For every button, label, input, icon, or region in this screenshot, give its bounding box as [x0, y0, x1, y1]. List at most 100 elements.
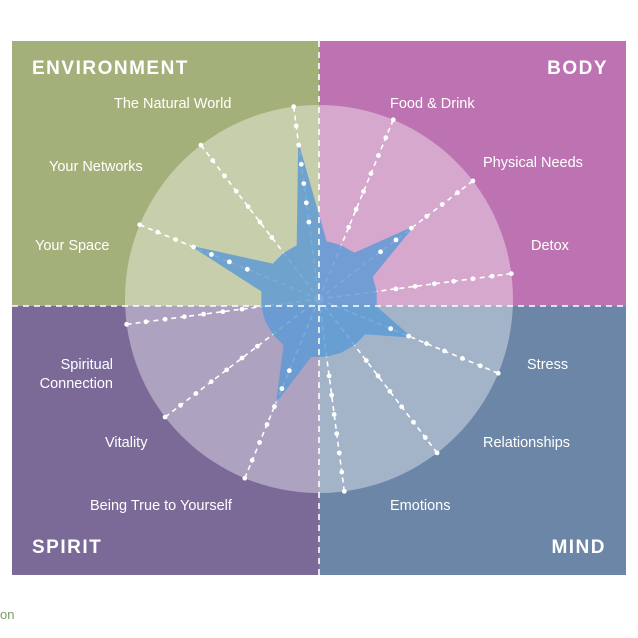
- spoke-dot: [326, 373, 332, 379]
- spoke-dot: [339, 469, 345, 475]
- segment-label-stress: Stress: [527, 357, 569, 373]
- spoke-dot: [363, 358, 369, 363]
- spoke-dot: [393, 286, 399, 292]
- spoke-dot: [245, 204, 251, 210]
- spoke-dot: [334, 431, 340, 437]
- spoke-dot: [495, 370, 501, 376]
- spoke-dot: [178, 402, 183, 408]
- spoke-dot: [224, 367, 230, 373]
- spoke-dot: [137, 222, 143, 228]
- spoke-dot: [162, 414, 168, 420]
- spoke-dot: [198, 142, 204, 148]
- segment-label-detox: Detox: [531, 238, 569, 254]
- spoke-dot: [346, 224, 352, 230]
- spoke-dot: [331, 412, 337, 417]
- spoke-dot: [459, 355, 465, 361]
- spoke-dot: [489, 273, 495, 279]
- segment-label-physical-needs: Physical Needs: [483, 155, 583, 171]
- spoke-dot: [173, 237, 179, 243]
- spoke-dot: [301, 181, 307, 186]
- spoke-dot: [291, 104, 297, 110]
- quadrant-spirit-bg: [12, 306, 319, 575]
- spoke-dot: [201, 311, 206, 317]
- spoke-dot: [239, 306, 245, 312]
- spoke-dot: [442, 348, 447, 354]
- segment-label-spiritual-connection: Spiritual Connection: [39, 357, 113, 392]
- quadrant-title-body: BODY: [547, 58, 608, 79]
- spoke-dot: [244, 266, 250, 272]
- spoke-dot: [508, 271, 514, 277]
- spoke-dot: [424, 341, 429, 346]
- spoke-dot: [336, 450, 342, 456]
- spoke-dot: [286, 368, 292, 374]
- spoke-dots: [124, 104, 514, 494]
- spoke-dot: [434, 450, 440, 456]
- spoke-dot: [406, 333, 412, 339]
- spoke-dot: [257, 219, 263, 225]
- spoke-dot: [255, 343, 260, 349]
- spoke-dot: [181, 314, 187, 320]
- spoke-dot: [242, 475, 248, 481]
- spoke-dot: [124, 321, 130, 327]
- segment-label-vitality: Vitality: [105, 435, 148, 451]
- spoke-dot: [296, 142, 302, 148]
- segment-label-relationships: Relationships: [483, 435, 571, 451]
- spoke-dot: [399, 404, 405, 410]
- spoke-dot: [368, 171, 374, 176]
- spoke-dot: [226, 259, 232, 265]
- spoke-dot: [439, 202, 445, 207]
- spoke-dot: [191, 244, 196, 250]
- spoke-dot: [455, 190, 460, 196]
- spoke-dot: [220, 309, 226, 315]
- spoke-dot: [269, 235, 275, 240]
- spoke-dot: [408, 225, 414, 231]
- quadrant-mind-bg: [319, 306, 626, 575]
- spoke-dot: [390, 117, 396, 123]
- quadrant-title-environment: ENVIRONMENT: [32, 58, 189, 79]
- segment-label-emotions: Emotions: [390, 498, 451, 514]
- spoke-dot: [393, 237, 399, 243]
- spoke-dot: [383, 135, 389, 141]
- spoke-dot: [375, 373, 381, 379]
- spoke-dot: [375, 153, 381, 159]
- spoke-dot: [233, 188, 239, 194]
- spoke-dot: [341, 488, 347, 494]
- spoke-dot: [249, 457, 255, 463]
- spoke-dot: [451, 278, 457, 284]
- spoke-dot: [470, 276, 476, 282]
- spoke-dot: [387, 388, 393, 394]
- segment-label-natural-world: The Natural World: [114, 96, 232, 112]
- quadrant-title-spirit: SPIRIT: [32, 537, 103, 558]
- spoke-dot: [257, 439, 263, 445]
- segment-label-food-drink: Food & Drink: [390, 96, 475, 112]
- spoke-dot: [239, 355, 245, 361]
- spoke-dot: [388, 326, 394, 332]
- footer-text: on: [0, 607, 15, 622]
- radar-shape: [190, 141, 415, 404]
- spoke-dot: [193, 391, 199, 396]
- spoke-dot: [361, 189, 366, 194]
- spoke-dot: [422, 435, 428, 440]
- spoke-dot: [272, 404, 277, 409]
- segment-label-your-space: Your Space: [35, 238, 110, 254]
- spoke-dot: [293, 123, 299, 129]
- spoke-dot: [411, 419, 416, 425]
- spoke-dot: [470, 178, 476, 184]
- segment-label-your-networks: Your Networks: [49, 159, 143, 175]
- quadrant-title-mind: MIND: [551, 537, 606, 558]
- spoke-dot: [264, 422, 270, 427]
- spoke-dot: [432, 281, 437, 287]
- spoke-dot: [303, 200, 309, 206]
- spoke-dot: [424, 213, 430, 219]
- spoke-dot: [162, 316, 168, 322]
- spoke-dot: [210, 158, 216, 163]
- spoke-dot: [222, 173, 227, 179]
- spoke-dot: [329, 392, 335, 398]
- spoke-dot: [378, 249, 383, 255]
- spoke-dot: [477, 363, 483, 369]
- segment-label-being-true: Being True to Yourself: [90, 498, 232, 514]
- spoke-dot: [298, 161, 304, 167]
- spoke-dot: [306, 219, 312, 225]
